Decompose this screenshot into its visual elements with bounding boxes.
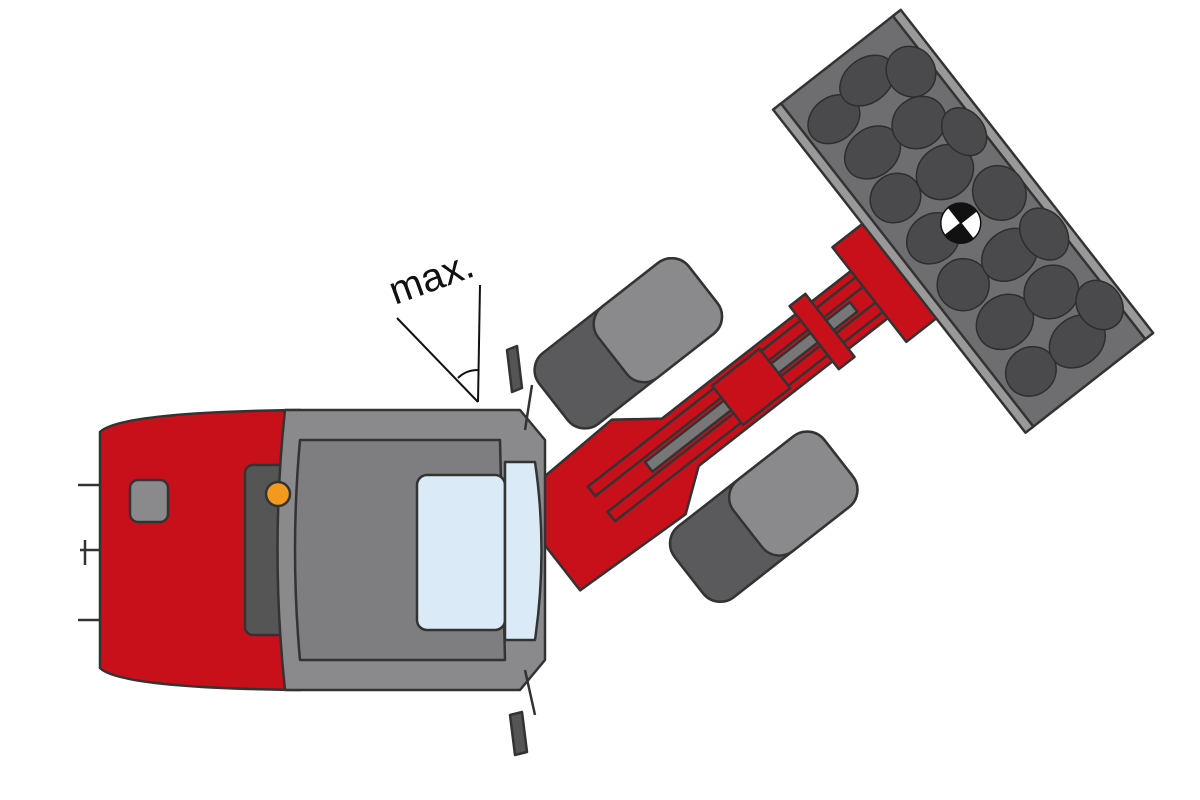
windshield [503, 460, 543, 642]
exhaust-cap [128, 478, 170, 524]
right-mirror [508, 669, 537, 757]
max-articulation-angle [396, 284, 481, 403]
bucket-load [807, 45, 1124, 397]
roof-window [415, 473, 507, 632]
bucket [771, 8, 1155, 434]
center-of-gravity-icon [940, 202, 982, 244]
left-mirror [505, 344, 534, 431]
front-frame [511, 215, 947, 592]
rear-hitch [78, 483, 100, 622]
angle-label: max. [383, 242, 480, 313]
beacon-light-icon [264, 480, 292, 508]
